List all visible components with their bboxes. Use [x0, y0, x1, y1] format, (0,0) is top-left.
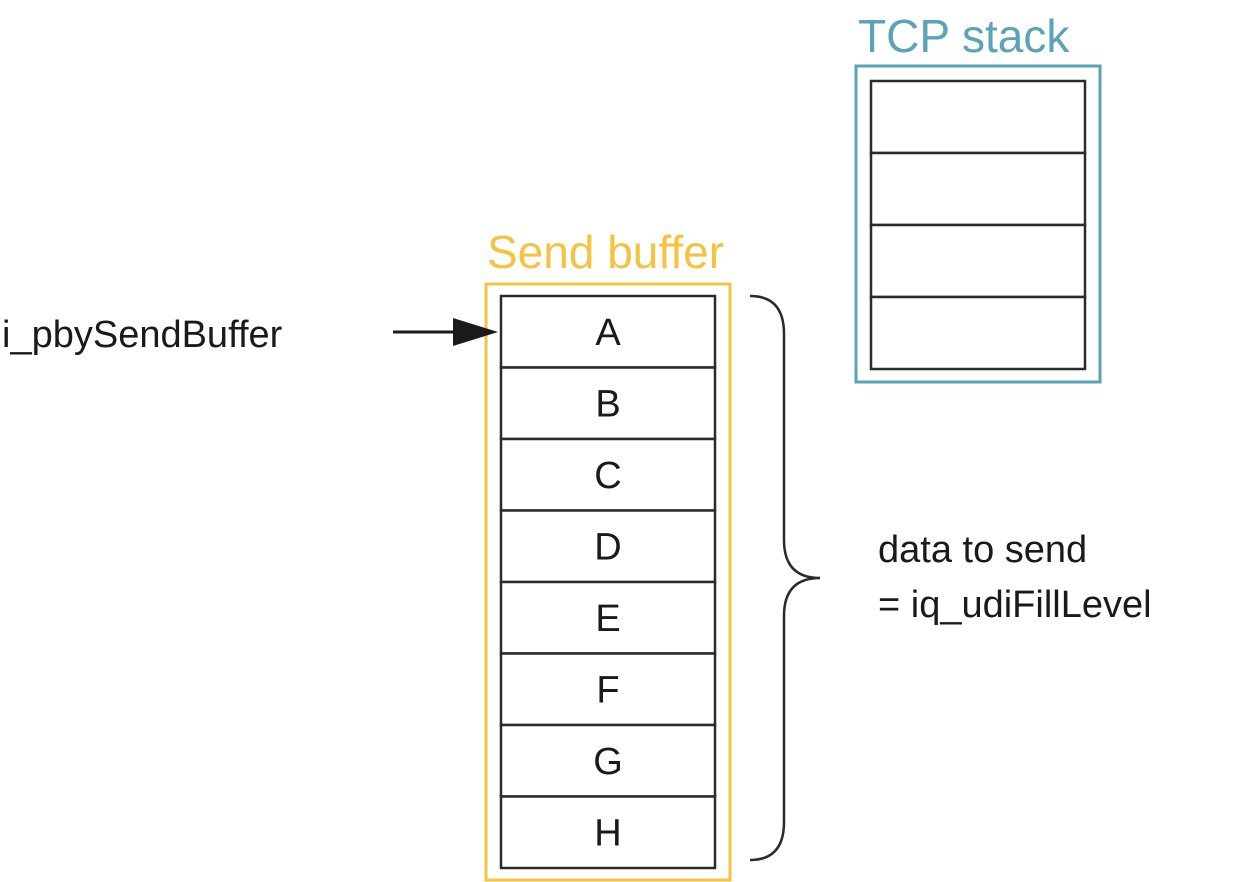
- send-buffer-cell: [499, 509, 717, 584]
- tcp-stack-cells: [869, 79, 1087, 371]
- send-buffer-cell: [499, 795, 717, 870]
- send-buffer-cell-label: H: [594, 812, 621, 854]
- send-buffer-cell-label: A: [595, 312, 621, 354]
- send-buffer-cell: [499, 723, 717, 798]
- annotation-line-1: data to send: [878, 529, 1087, 571]
- send-buffer-cell: [499, 294, 717, 369]
- tcp-stack-cell: [869, 151, 1087, 227]
- send-buffer-cell: [499, 580, 717, 655]
- send-buffer-cell-label: D: [594, 526, 621, 568]
- send-buffer-frame: [484, 282, 732, 882]
- send-buffer-title: Send buffer: [487, 226, 724, 278]
- send-buffer-cell-label: B: [595, 383, 620, 425]
- pointer-label: i_pbySendBuffer: [2, 314, 283, 356]
- tcp-stack-cell: [869, 223, 1087, 299]
- annotation-line-2: = iq_udiFillLevel: [878, 584, 1152, 626]
- send-buffer-cell-label: G: [593, 741, 623, 783]
- curly-brace: [749, 294, 821, 862]
- send-buffer-cell: [499, 437, 717, 512]
- pointer-arrow-head: [453, 318, 498, 346]
- tcp-stack-cell: [869, 295, 1087, 371]
- send-buffer-cell-label: E: [595, 598, 620, 640]
- tcp-stack-cell: [869, 79, 1087, 155]
- send-buffer-cell-label: F: [596, 669, 619, 711]
- send-buffer-cell: [499, 652, 717, 727]
- brace-annotation: data to send = iq_udiFillLevel: [878, 529, 1152, 626]
- tcp-stack-frame: [854, 64, 1102, 384]
- tcp-stack-title: TCP stack: [858, 10, 1070, 62]
- pointer: i_pbySendBuffer: [2, 314, 498, 356]
- tcp-stack: TCP stack: [854, 10, 1102, 384]
- send-buffer-cell-label: C: [594, 455, 621, 497]
